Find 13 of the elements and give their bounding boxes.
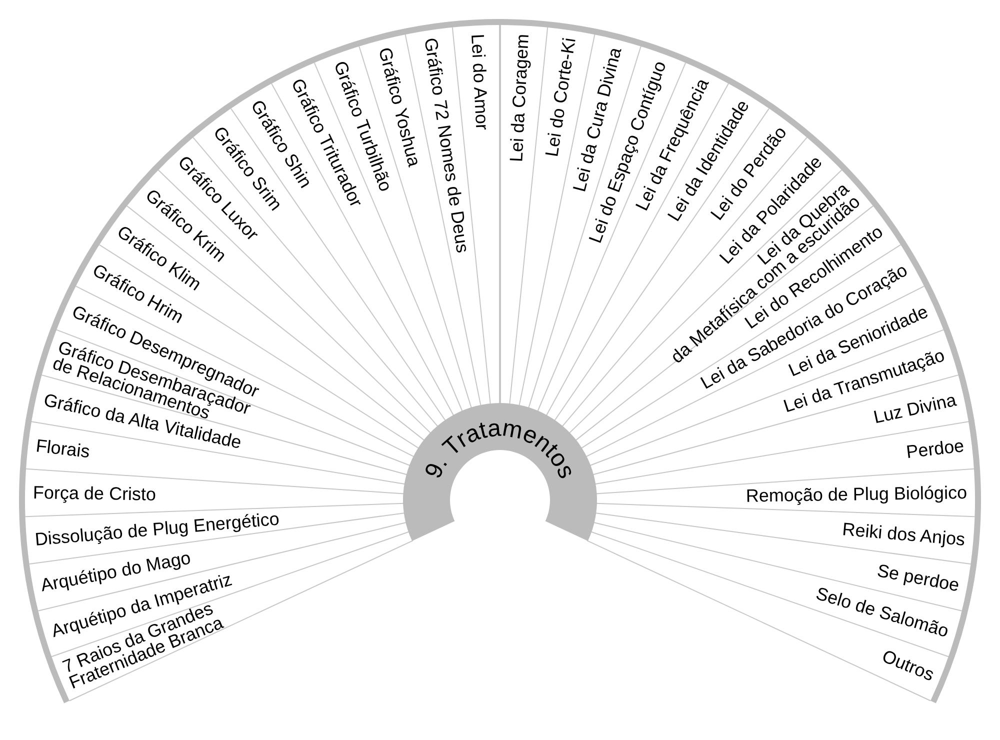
sector-label: Lei do Amor bbox=[468, 33, 490, 130]
sector-label: Se perdoe bbox=[876, 562, 961, 594]
sector-label: Força de Cristo bbox=[32, 484, 156, 504]
sector-label: Outros bbox=[879, 648, 936, 684]
sector-label: Perdoe bbox=[905, 438, 965, 462]
sector-label: Reiki dos Anjos bbox=[842, 520, 966, 548]
sector-label: Gráfico 72 Nomes de Deus bbox=[422, 37, 471, 254]
sector-label: Remoção de Plug Biológico bbox=[746, 484, 968, 505]
sector-label: Florais bbox=[35, 438, 91, 461]
sector-label: Luz Divina bbox=[872, 392, 958, 426]
sector-label: Lei da Coragem bbox=[508, 33, 532, 162]
sector-label: Lei do Corte-Ki bbox=[544, 37, 578, 158]
sector-label: Dissolução de Plug Energético bbox=[34, 510, 280, 548]
